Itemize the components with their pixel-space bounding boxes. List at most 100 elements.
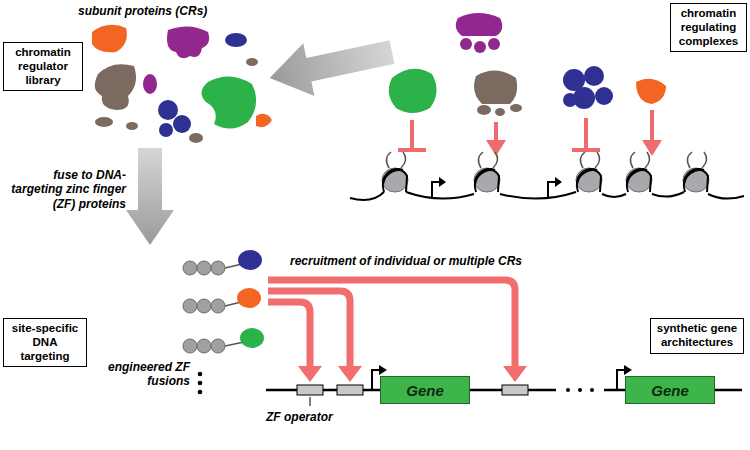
nucleosome bbox=[626, 152, 652, 192]
protein-complex bbox=[636, 79, 666, 104]
part-label: ZF operator bbox=[266, 410, 386, 424]
part-label: engineered ZF fusions bbox=[90, 360, 190, 389]
protein-complex bbox=[477, 105, 491, 115]
zf-fusion-protein bbox=[240, 328, 264, 348]
protein-complex bbox=[474, 41, 486, 53]
nucleosome bbox=[382, 152, 408, 192]
panel-label: site-specific DNA targeting bbox=[3, 318, 87, 367]
promoter-arrowhead bbox=[379, 365, 387, 375]
nucleosome bbox=[580, 152, 599, 168]
promoter-arrow bbox=[372, 370, 380, 390]
recruitment-arrow bbox=[268, 280, 515, 368]
subunit-protein bbox=[256, 114, 272, 127]
ellipsis-dots bbox=[198, 390, 203, 395]
subunit-protein bbox=[158, 100, 178, 120]
protein-complex bbox=[584, 66, 604, 86]
protein-complex bbox=[563, 93, 577, 107]
subunit-protein bbox=[173, 115, 191, 133]
regulation-mark bbox=[642, 140, 662, 156]
recruitment-arrowhead bbox=[338, 366, 362, 382]
protein-complex bbox=[488, 38, 500, 50]
nucleosome bbox=[577, 169, 601, 192]
node-text: Gene bbox=[406, 382, 444, 399]
subunit-protein bbox=[167, 26, 209, 58]
protein-complex bbox=[474, 70, 517, 104]
subunit-protein bbox=[95, 64, 136, 110]
zf-operator bbox=[337, 385, 363, 395]
protein-complex bbox=[460, 38, 472, 50]
zf-fusion-protein bbox=[211, 261, 225, 275]
subunit-protein bbox=[225, 33, 247, 47]
regulation-mark bbox=[398, 148, 426, 152]
protein-complex bbox=[389, 13, 666, 116]
zf-fusion-protein bbox=[183, 261, 197, 275]
grey-arrow bbox=[126, 148, 174, 245]
ellipsis-dots bbox=[566, 388, 570, 392]
subunit-protein bbox=[159, 123, 173, 137]
step-label: fuse to DNA-targeting zinc finger (ZF) p… bbox=[4, 168, 126, 211]
node-text: site-specific DNA targeting bbox=[8, 322, 82, 363]
regulation-mark bbox=[410, 120, 414, 150]
node-text: synthetic gene architectures bbox=[655, 322, 739, 350]
ellipsis-dots bbox=[198, 372, 203, 377]
nucleosome bbox=[382, 168, 408, 192]
recruitment-arrow bbox=[268, 280, 515, 368]
promoter-arrowhead bbox=[379, 365, 632, 375]
nucleosome bbox=[683, 168, 709, 192]
nucleosome bbox=[383, 169, 407, 192]
grey-arrow bbox=[264, 26, 397, 105]
chromatin bbox=[350, 152, 744, 200]
protein-complex bbox=[389, 69, 437, 113]
zf-fusion bbox=[183, 250, 264, 353]
ellipsis-dots bbox=[198, 381, 203, 386]
zf-fusion-protein bbox=[183, 299, 197, 313]
nucleosome bbox=[475, 169, 499, 192]
nucleosome bbox=[626, 168, 652, 192]
promoter-arrow bbox=[617, 370, 625, 390]
subunit-protein bbox=[246, 58, 258, 66]
promoter-arrowhead bbox=[624, 365, 632, 375]
nucleosome bbox=[683, 152, 709, 192]
zf-fusion-protein bbox=[197, 261, 211, 275]
ellipsis-dots bbox=[578, 388, 582, 392]
nucleosome bbox=[386, 152, 405, 168]
node-text: chromatin regulator library bbox=[8, 46, 78, 87]
zf-fusion-protein bbox=[237, 288, 261, 308]
promoter-arrow bbox=[548, 182, 556, 199]
protein-complex bbox=[456, 13, 503, 36]
protein-complex bbox=[495, 108, 505, 116]
promoter-arrow bbox=[432, 177, 446, 199]
subunit-protein bbox=[201, 76, 256, 128]
zf-operator bbox=[502, 385, 528, 395]
nucleosome bbox=[474, 168, 500, 192]
ellipsis-dots bbox=[590, 388, 594, 392]
step-label: recruitment of individual or multiple CR… bbox=[290, 254, 610, 268]
subunit-protein bbox=[126, 122, 138, 130]
promoter-arrow bbox=[432, 182, 440, 199]
caption-label: subunit proteins (CRs) bbox=[78, 4, 278, 18]
regulation-mark bbox=[650, 110, 654, 140]
protein-complex bbox=[595, 87, 613, 105]
nucleosome bbox=[630, 152, 649, 168]
grey-arrow bbox=[264, 26, 397, 105]
panel-label: chromatin regulating complexes bbox=[670, 3, 747, 52]
zf-fusion-protein bbox=[197, 299, 211, 313]
subunit-protein bbox=[95, 117, 113, 127]
subunit-protein bbox=[92, 25, 272, 143]
node-text: chromatin regulating complexes bbox=[675, 7, 742, 48]
leader-line bbox=[310, 397, 311, 406]
regulation-mark bbox=[572, 148, 600, 152]
recruitment-arrow bbox=[268, 291, 350, 368]
zf-fusion-protein bbox=[183, 250, 262, 275]
subunit-protein bbox=[189, 133, 203, 143]
recruitment-arrow bbox=[268, 302, 310, 368]
promoter-arrow bbox=[548, 177, 562, 199]
zf-fusion-protein bbox=[183, 328, 264, 353]
promoter-arrow bbox=[439, 177, 446, 187]
regulation-mark bbox=[584, 118, 588, 150]
nucleosome bbox=[684, 169, 708, 192]
zf-fusion-protein bbox=[225, 342, 244, 346]
zf-fusion-protein bbox=[183, 288, 261, 313]
subunit-protein bbox=[92, 25, 127, 53]
promoter-arrow bbox=[555, 177, 562, 187]
